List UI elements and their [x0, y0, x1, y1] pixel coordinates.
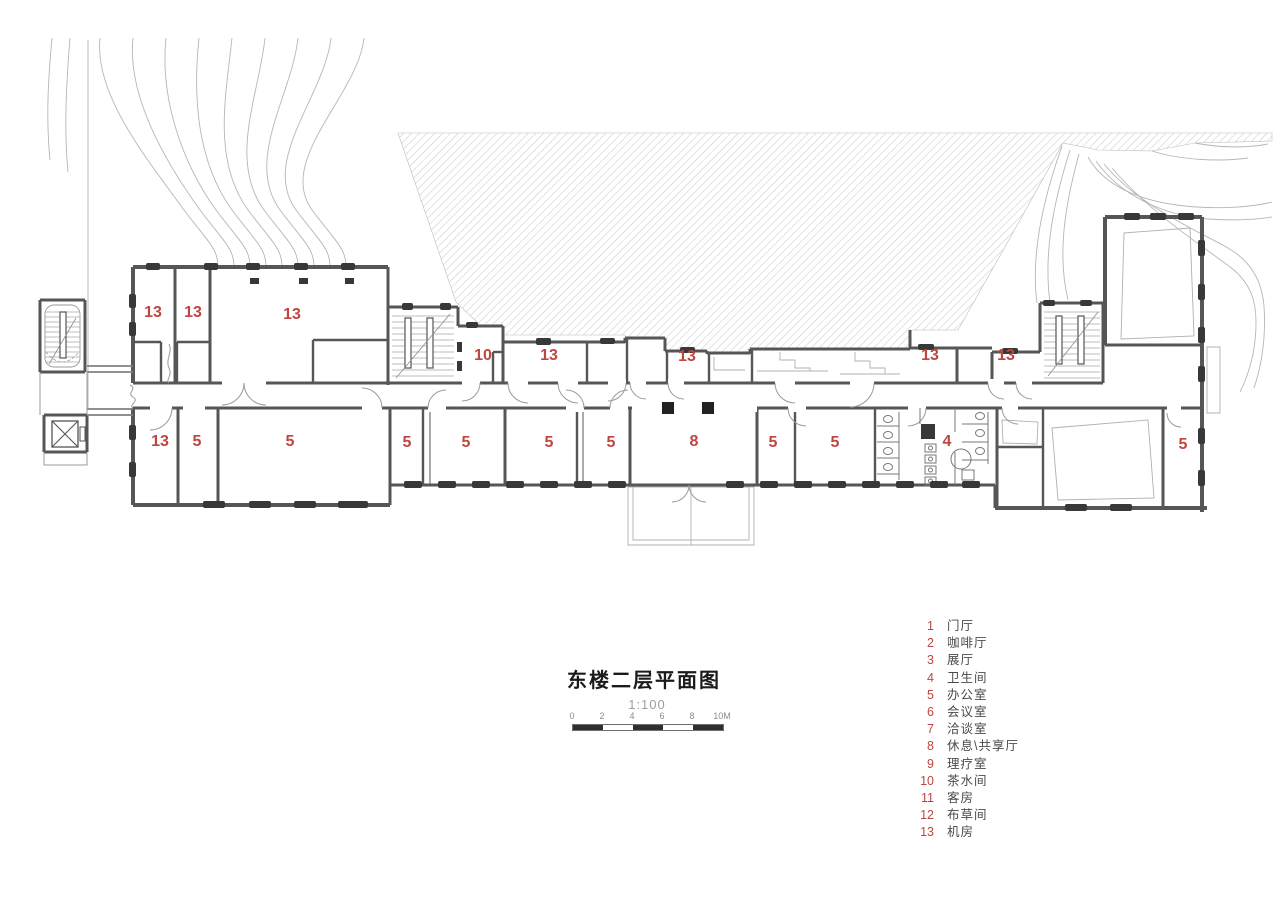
legend-item-label: 办公室: [947, 687, 988, 702]
thin-outlines: [627, 227, 1221, 546]
scale-tick-label: 8: [689, 711, 695, 721]
legend-item-label: 客房: [947, 790, 975, 805]
legend-item-number: 11: [921, 790, 934, 805]
elevator: [51, 420, 86, 448]
legend-item: 2 咖啡厅: [902, 632, 1019, 651]
legend-item-label: 休息\共享厅: [947, 739, 1019, 754]
legend-item-label: 机房: [947, 825, 975, 840]
legend-item-number: 3: [927, 653, 934, 668]
scale-bar-segment: [633, 725, 663, 730]
legend-item-number: 2: [927, 636, 934, 651]
scale-ticks: 0 2 4 6 8 10M: [569, 711, 742, 723]
link-bridges: [87, 365, 133, 416]
scale-ratio: 1:100: [628, 697, 666, 712]
scale-tick-label: 6: [659, 711, 665, 721]
legend-item-number: 6: [927, 704, 934, 719]
scale-bar-segment: [573, 725, 603, 730]
legend-item-label: 咖啡厅: [947, 636, 988, 651]
legend-item: 11 客房: [902, 787, 1019, 805]
legend-item-number: 5: [927, 687, 934, 702]
legend-item-label: 洽谈室: [947, 722, 988, 737]
earth-hatch-area: [397, 132, 1273, 355]
legend-item-number: 8: [927, 739, 934, 754]
legend-item-label: 布草间: [947, 808, 988, 823]
legend-item: 7 洽谈室: [902, 718, 1019, 737]
columns: [662, 402, 714, 414]
legend-item-number: 1: [927, 619, 934, 633]
legend-item: 13 机房: [902, 821, 1019, 840]
legend-item: 5 办公室: [902, 684, 1019, 702]
legend-item-number: 10: [920, 773, 934, 788]
scale-bar-segment: [603, 725, 633, 730]
scale-tick-label: 0: [569, 711, 575, 721]
legend-item: 1 门厅: [902, 615, 1019, 633]
legend-item: 12 布草间: [902, 804, 1019, 823]
scale-bar: [572, 724, 724, 731]
scale-tick-label: 4: [629, 711, 635, 721]
stair-right-tower: [1044, 311, 1100, 379]
scale-bar-segment: [693, 725, 723, 730]
legend-item-label: 卫生间: [947, 670, 988, 685]
legend-item: 10 茶水间: [902, 770, 1019, 788]
plan-title: 东楼二层平面图: [567, 670, 721, 692]
stair-mid-tower: [392, 313, 454, 379]
scale-tick-label: 10M: [713, 711, 731, 721]
legend-item-label: 理疗室: [947, 756, 988, 771]
legend-item-label: 门厅: [947, 619, 975, 633]
legend-item-number: 7: [927, 722, 934, 737]
legend-item: 8 休息\共享厅: [902, 735, 1019, 754]
door-arcs: [129, 343, 1182, 503]
windows: [129, 213, 1205, 511]
legend-item-label: 展厅: [947, 653, 975, 668]
legend-item-number: 12: [920, 808, 934, 823]
legend-item: 6 会议室: [902, 701, 1019, 719]
legend-item-number: 9: [927, 756, 934, 771]
shaft-outline: [39, 372, 88, 466]
legend-item-label: 茶水间: [947, 773, 988, 788]
legend-list: 1 门厅 2 咖啡厅 3 展厅 4 卫生间 5 办公室 6 会议室 7 洽谈室 8 休息\共享厅 9 理疗室 10 茶…: [902, 615, 1019, 840]
scale-tick-label: 2: [599, 711, 605, 721]
legend-item: 4 卫生间: [902, 667, 1019, 685]
scale-bar-segment: [663, 725, 693, 730]
legend-item-number: 4: [927, 670, 934, 685]
restroom-fixtures: [877, 408, 989, 486]
title-block: 东楼二层平面图: [567, 664, 721, 693]
legend-item: 9 理疗室: [902, 753, 1019, 771]
legend-item-label: 会议室: [947, 704, 988, 719]
legend-item-number: 13: [920, 825, 934, 840]
legend-item: 3 展厅: [902, 649, 1019, 668]
stair-left-tower: [44, 304, 81, 368]
